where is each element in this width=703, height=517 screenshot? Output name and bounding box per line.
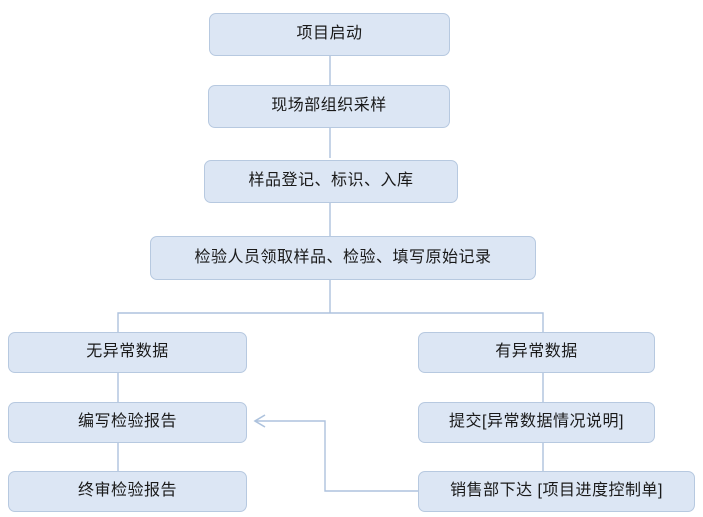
node-write-report-label: 编写检验报告 xyxy=(77,413,177,430)
node-final-report[interactable]: 终审检验报告 xyxy=(8,471,247,512)
node-no-abnormal-data[interactable]: 无异常数据 xyxy=(8,332,247,373)
node-has-abnormal-data-label: 有异常数据 xyxy=(495,343,578,360)
node-inspection-record-label: 检验人员领取样品、检验、填写原始记录 xyxy=(194,248,492,266)
node-sales-order[interactable]: 销售部下达 [项目进度控制单] xyxy=(418,471,695,512)
node-no-abnormal-data-label: 无异常数据 xyxy=(86,343,169,360)
feedback-arrowhead-icon xyxy=(253,414,266,428)
node-site-sampling[interactable]: 现场部组织采样 xyxy=(208,85,450,128)
node-project-start[interactable]: 项目启动 xyxy=(209,13,450,56)
node-submit-explanation-label: 提交[异常数据情况说明] xyxy=(449,413,624,430)
node-has-abnormal-data[interactable]: 有异常数据 xyxy=(418,332,655,373)
node-write-report[interactable]: 编写检验报告 xyxy=(8,402,247,443)
node-sample-registration-label: 样品登记、标识、入库 xyxy=(248,172,414,189)
edge-inspection-record-to-has-abnormal-data xyxy=(330,312,544,332)
node-sales-order-label: 销售部下达 [项目进度控制单] xyxy=(450,482,663,499)
node-submit-explanation[interactable]: 提交[异常数据情况说明] xyxy=(418,402,655,443)
node-site-sampling-label: 现场部组织采样 xyxy=(271,97,387,114)
edge-inspection-record-to-no-abnormal-data xyxy=(117,312,330,332)
edge-sales-order-to-write-report-feedback xyxy=(256,420,418,492)
node-final-report-label: 终审检验报告 xyxy=(77,482,177,499)
node-inspection-record[interactable]: 检验人员领取样品、检验、填写原始记录 xyxy=(150,236,536,280)
node-project-start-label: 项目启动 xyxy=(296,25,363,42)
node-sample-registration[interactable]: 样品登记、标识、入库 xyxy=(204,160,458,203)
